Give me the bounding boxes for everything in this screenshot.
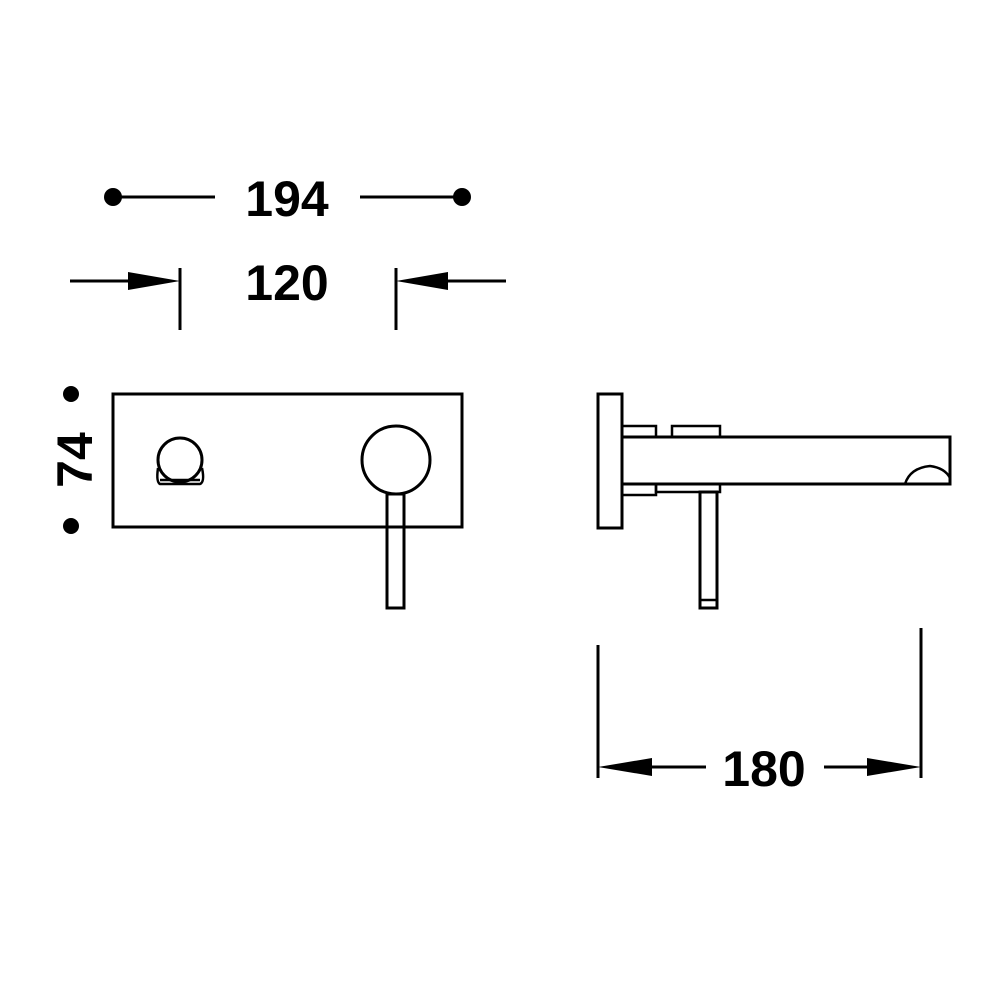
spout-body [622,435,952,486]
diverter-knob-base [156,467,205,486]
dimension-plate-height: 74 [47,386,103,534]
wall-plate [111,392,464,529]
mixer-handle-disc [360,424,432,496]
dimension-spout-projection: 180 [596,628,923,797]
arrowhead-right [396,272,448,290]
dimension-label-overall-width: 194 [245,171,329,227]
arrowhead-left [598,758,652,776]
side-wall-plate [596,392,624,530]
diverter-knob [156,436,205,486]
dimension-plate-width: 120 [70,255,506,330]
dimension-endpoint-top [63,386,79,402]
spout-outlet [903,464,952,485]
mixer-lever [385,492,406,610]
front-view [111,392,464,610]
side-mixer-lever [698,490,719,610]
spout-collar-bottom [620,482,658,497]
arrowhead-left [128,272,180,290]
dimension-overall-width: 194 [104,171,471,227]
dimension-endpoint-right [453,188,471,206]
dimension-label-spout-projection: 180 [722,741,805,797]
handle-base-bottom [654,482,722,494]
side-view [596,392,952,610]
handle-cap-top [670,424,722,439]
dimension-label-plate-width: 120 [245,255,328,311]
arrowhead-right [867,758,921,776]
dimension-endpoint-bottom [63,518,79,534]
diverter-knob-face [156,436,204,484]
spout-collar-top [620,424,658,439]
dimension-label-plate-height: 74 [47,432,103,488]
mixer-handle [360,424,432,610]
